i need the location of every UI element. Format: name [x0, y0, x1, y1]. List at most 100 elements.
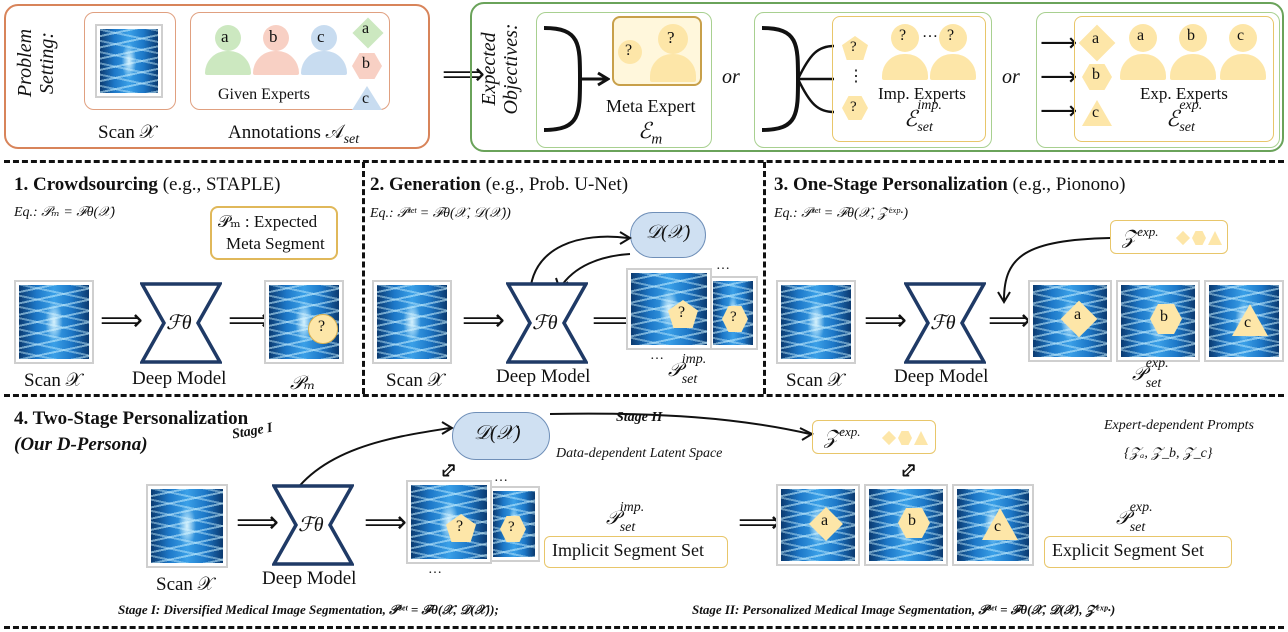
imp-expert-person-1: ?: [882, 24, 928, 80]
p2-model-icon: [506, 282, 588, 364]
p4-arrow-1: ⟹: [236, 505, 280, 540]
p1-scan-image: [14, 280, 94, 364]
p4-stack-dots-2: …: [428, 562, 442, 577]
p4-z-box: [812, 420, 936, 454]
imp-expert-person-2: ?: [930, 24, 976, 80]
p4-exp-mask-a-letter: a: [821, 512, 829, 529]
p4-z-label: 𝒵exp.: [824, 424, 861, 449]
p3-mask-a-letter: a: [1074, 306, 1082, 323]
expert-c-icon: c: [301, 25, 347, 75]
p4-exp-mask-b-letter: b: [908, 512, 916, 529]
p4-footnote-2: Stage II: Personalized Medical Image Seg…: [692, 602, 1116, 617]
given-experts-label: Given Experts: [218, 86, 310, 103]
p3-z-shapes: [1175, 230, 1222, 246]
p1-arrow-1: ⟹: [100, 303, 144, 338]
scan-box: [84, 12, 176, 110]
p4-exp-mask-c-letter: c: [994, 518, 1002, 535]
p3-model-symbol: ℱθ: [930, 312, 956, 334]
p4-arrow-3: ⟹: [738, 505, 782, 540]
brace-imp: [761, 26, 835, 132]
p1-arrow-2: ⟹: [228, 303, 272, 338]
p4-model-icon: [272, 484, 354, 566]
meta-expert-label: Meta Expert: [606, 96, 696, 116]
p3-mask-b-letter: b: [1160, 308, 1168, 325]
p4-exp-c: [952, 484, 1034, 566]
p1-output-caption: 𝒫ₘ: [290, 373, 316, 394]
expected-objectives-label: Expected Objectives:: [478, 23, 522, 115]
scan-image: [95, 24, 163, 98]
p4-cloud: [452, 412, 550, 460]
p3-scan-caption: Scan 𝒳: [786, 370, 845, 391]
exp-experts-inner: [1074, 16, 1274, 142]
p1-equation: Eq.: 𝒫ₘ = ℱθ(𝒳): [14, 205, 115, 220]
imp-vdots: ⋮: [848, 68, 864, 85]
annotation-c-letter: c: [362, 90, 370, 107]
exp-experts-label: Exp. Experts: [1140, 84, 1228, 103]
scan-caption: Scan 𝒳: [98, 122, 157, 143]
p3-title: 3. One-Stage Personalization (e.g., Pion…: [774, 174, 1126, 195]
imp-ellipsis: …: [922, 24, 938, 41]
exp-expert-person-b: b: [1170, 24, 1216, 80]
annotation-a-letter: a: [362, 20, 370, 37]
annotations-box: [190, 12, 390, 110]
p2-cloud: [630, 212, 706, 258]
p3-z-box: [1110, 220, 1228, 254]
p4-z-shapes: [881, 430, 928, 446]
p2-model-symbol: ℱθ: [532, 312, 558, 334]
p3-model-icon: [904, 282, 986, 364]
p2-stack-dots-2: …: [650, 348, 664, 363]
p1-output-mask: ?: [308, 314, 338, 344]
p3-equation: Eq.: 𝒫ˢᵉᵗ = ℱθ(𝒳, 𝒵ᵉˣᵖ·): [774, 206, 909, 221]
p2-scan-image: [372, 280, 452, 364]
p2-equation: Eq.: 𝒫ˢᵉᵗ = ℱθ(𝒳, 𝒟(𝒳)): [370, 206, 511, 221]
p3-z-arrow: [997, 237, 1111, 304]
p4-scan-image: [146, 484, 228, 568]
p4-prompt-set: {𝒵ₐ, 𝒵_b, 𝒵_c}: [1124, 446, 1213, 461]
exp-answer-b-letter: b: [1092, 66, 1100, 83]
separator-1: [4, 160, 1284, 163]
expert-b-icon: b: [253, 25, 299, 75]
p4-imp-label: Implicit Segment Set: [552, 540, 704, 560]
or-label-1: or: [722, 66, 740, 88]
exp-arrow-1: ⟶: [1040, 28, 1078, 58]
separator-3: [4, 626, 1284, 629]
p2-cloud-label: 𝒟(𝒳): [646, 222, 691, 243]
p3-model-caption: Deep Model: [894, 366, 989, 387]
separator-v2: [763, 162, 766, 394]
p1-title: 1. Crowdsourcing (e.g., STAPLE): [14, 174, 281, 195]
p4-prompts-label: Expert-dependent Prompts: [1104, 418, 1254, 433]
p4-stack-dots-1: …: [494, 470, 508, 485]
p3-mask-b: [1150, 304, 1182, 334]
imp-experts-inner: [832, 16, 986, 142]
p1-scan-caption: Scan 𝒳: [24, 370, 83, 391]
p4-subtitle: (Our D-Persona): [14, 434, 148, 455]
or-label-2: or: [1002, 66, 1020, 88]
p1-legend-line2: Meta Segment: [226, 234, 325, 253]
p3-arrow-2: ⟹: [988, 303, 1032, 338]
exp-answer-a-letter: a: [1092, 30, 1100, 47]
problem-setting-label: Problem Setting:: [14, 28, 58, 98]
p4-exp-label-box: [1044, 536, 1232, 568]
meta-expert-box: [536, 12, 712, 148]
p3-mask-c-letter: c: [1244, 314, 1252, 331]
exp-expert-person-a: a: [1120, 24, 1166, 80]
p3-scan-image: [776, 280, 856, 364]
p4-cloud-label: 𝒟(𝒳): [474, 422, 521, 444]
p2-model-caption: Deep Model: [496, 366, 591, 387]
p2-output-image-front: [626, 268, 712, 350]
annotation-b-letter: b: [362, 55, 370, 72]
p1-legend-box: [210, 206, 338, 260]
p4-model-symbol: ℱθ: [298, 514, 324, 536]
p4-scan-caption: Scan 𝒳: [156, 574, 215, 595]
p3-arrow-1: ⟹: [864, 303, 908, 338]
exp-experts-box: [1036, 12, 1280, 148]
meta-expert-symbol: ℰm: [638, 118, 663, 148]
p4-model-caption: Deep Model: [262, 568, 357, 589]
p1-model-caption: Deep Model: [132, 368, 227, 389]
